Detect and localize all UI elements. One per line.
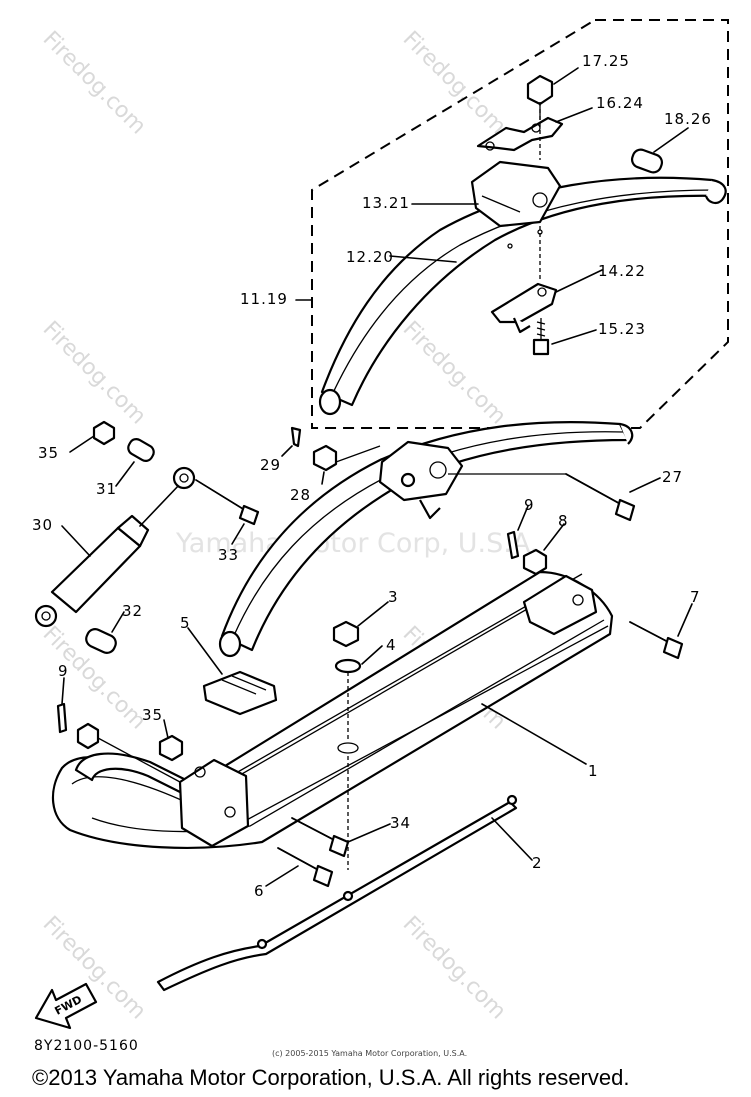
cotter-pin-29: [290, 426, 302, 448]
nut-28: [312, 444, 338, 472]
nut-17: [526, 74, 554, 106]
label-28: 28: [290, 486, 311, 504]
label-35-lower: 35: [142, 706, 163, 724]
label-35-upper: 35: [38, 444, 59, 462]
label-1: 1: [588, 762, 599, 780]
label-27: 27: [662, 468, 683, 486]
label-15-23: 15.23: [598, 320, 646, 338]
collar-31: [127, 438, 155, 462]
ski: [51, 570, 614, 849]
bolt-15: [532, 338, 550, 356]
nut-35-lower: [158, 734, 184, 762]
spring-clamp-hole: [532, 192, 548, 208]
label-29: 29: [260, 456, 281, 474]
nut-35-upper: [92, 420, 116, 446]
label-2: 2: [532, 854, 543, 872]
label-18-26: 18.26: [664, 110, 712, 128]
bolt-6: [277, 847, 334, 888]
callout-labels: 17.25 16.24 18.26 13.21 12.20 11.19 14.2…: [32, 52, 712, 900]
label-8: 8: [558, 512, 569, 530]
watermark-top-right: Firedog.com: [398, 27, 511, 140]
watermark-bottom-right: Firedog.com: [398, 912, 511, 1025]
small-copyright: (c) 2005-2015 Yamaha Motor Corporation, …: [272, 1049, 467, 1058]
leaf-spring-assembly-outline: [311, 19, 729, 429]
spring-clamp-lower: [490, 282, 558, 324]
label-30: 30: [32, 516, 53, 534]
bolt-33: [195, 479, 260, 526]
spring-clamp-upper: [470, 160, 562, 228]
nut-3: [332, 620, 360, 648]
wear-bar: [156, 794, 518, 992]
watermarks: Firedog.com Firedog.com Firedog.com Fire…: [38, 27, 539, 1025]
bolt-27: [565, 473, 636, 522]
label-32: 32: [122, 602, 143, 620]
label-16-24: 16.24: [596, 94, 644, 112]
label-7: 7: [690, 588, 701, 606]
diagram-code: 8Y2100-5160: [34, 1038, 139, 1054]
label-9-left: 9: [58, 662, 69, 680]
spring-bracket: [476, 116, 564, 152]
label-12-20: 12.20: [346, 248, 394, 266]
bolt-7: [629, 621, 684, 660]
label-13-21: 13.21: [362, 194, 410, 212]
label-34: 34: [390, 814, 411, 832]
fwd-arrow-icon: FWD: [34, 982, 98, 1030]
label-31: 31: [96, 480, 117, 498]
label-33: 33: [218, 546, 239, 564]
label-4: 4: [386, 636, 397, 654]
ski-pad-5: [202, 670, 278, 716]
watermark-top-left: Firedog.com: [38, 27, 151, 140]
watermark-mid-left: Firedog.com: [38, 317, 151, 430]
shock-absorber: [34, 466, 196, 628]
label-5: 5: [180, 614, 191, 632]
footer-copyright: ©2013 Yamaha Motor Corporation, U.S.A. A…: [32, 1065, 629, 1090]
shackle-bracket: [378, 440, 464, 502]
watermark-center: Yamaha Motor Corp, U.S.A.: [175, 528, 538, 559]
bolt-34-head: [328, 834, 350, 858]
ski-front-bracket: [178, 758, 250, 848]
label-6: 6: [254, 882, 265, 900]
washer-4: [334, 658, 362, 674]
bolt-34: [291, 817, 350, 858]
cotter-pin-9-right: [506, 530, 520, 560]
label-9-right: 9: [524, 496, 535, 514]
label-11-19: 11.19: [240, 290, 288, 308]
collar-32: [85, 628, 117, 654]
label-14-22: 14.22: [598, 262, 646, 280]
cotter-pin-9-left: [56, 702, 68, 734]
label-17-25: 17.25: [582, 52, 630, 70]
leader-lines: [61, 67, 693, 887]
collar-18: [630, 148, 664, 174]
label-3: 3: [388, 588, 399, 606]
watermark-mid-right: Firedog.com: [398, 317, 511, 430]
ski-rear-bracket: [522, 574, 598, 636]
nut-left: [76, 722, 100, 750]
nut-8: [522, 548, 548, 576]
